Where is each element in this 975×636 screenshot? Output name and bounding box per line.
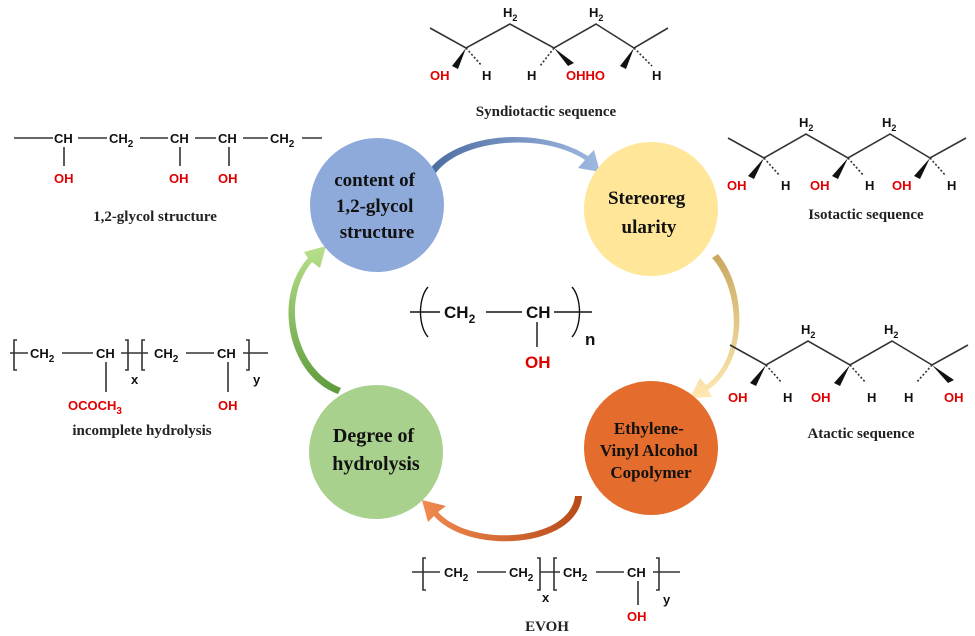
svg-text:CH2: CH2 (444, 303, 476, 326)
svg-text:CH2: CH2 (30, 346, 55, 365)
glycol-structure: CH CH2 CH CH CH2 OH OH OH (14, 131, 322, 186)
arrow-stereo-to-evoh (690, 254, 740, 398)
svg-text:H: H (865, 178, 874, 193)
svg-text:Ethylene- Vinyl Alcohol: Ethylene- Vinyl Alcohol Copolymer (600, 419, 702, 482)
svg-text:OH: OH (727, 178, 747, 193)
syndio-ohho: OHHO (566, 68, 605, 83)
glycol-ch2-1: CH (109, 131, 128, 146)
svg-text:OH: OH (728, 390, 748, 405)
caption-atactic: Atactic sequence (807, 426, 914, 442)
evoh-oh: OH (627, 609, 647, 624)
atactic-structure: H2 H2 OH H OH H H OH (728, 322, 969, 405)
node-hydrolysis: Degree of hydrolysis (309, 385, 443, 519)
caption-isotactic: Isotactic sequence (808, 207, 924, 223)
svg-text:OH: OH (810, 178, 830, 193)
svg-text:CH: CH (217, 346, 236, 361)
svg-text:H2: H2 (884, 322, 898, 340)
incomplete-x: x (131, 372, 139, 387)
incomplete-hydrolysis-structure: CH2 CH x CH2 CH y OCOCH3 OH (10, 339, 268, 417)
node-evoh-line-1: Ethylene- (614, 419, 684, 438)
glycol-oh-2: OH (169, 171, 189, 186)
svg-text:OCOCH3: OCOCH3 (68, 398, 122, 417)
svg-text:H: H (867, 390, 876, 405)
evoh-structure: CH2 CH2 x CH2 CH y OH (412, 557, 680, 624)
svg-text:CH2: CH2 (154, 346, 179, 365)
center-pva-structure: CH2 CH OH n (410, 286, 595, 372)
node-hydrolysis-line-2: hydrolysis (332, 453, 420, 475)
svg-text:content of 1,2-glycol: content of 1,2-glycol structure (334, 170, 419, 243)
caption-syndiotactic: Syndiotactic sequence (476, 104, 617, 120)
svg-text:Degree of hydrolysis: Degree of hydrolysis (332, 425, 420, 475)
center-ch2-sub: 2 (469, 312, 476, 326)
svg-text:H: H (781, 178, 790, 193)
node-stereo-line-1: Stereoreg (608, 188, 686, 209)
svg-text:OH: OH (430, 68, 450, 83)
node-glycol-content: content of 1,2-glycol structure (310, 138, 444, 272)
evoh-x: x (542, 590, 550, 605)
svg-text:OH: OH (892, 178, 912, 193)
svg-text:H2: H2 (799, 115, 813, 133)
incomplete-oh: OH (218, 398, 238, 413)
node-evoh-line-2: Vinyl Alcohol (600, 441, 698, 460)
svg-text:H: H (482, 68, 491, 83)
svg-text:H2: H2 (503, 5, 517, 23)
node-evoh-copolymer: Ethylene- Vinyl Alcohol Copolymer (584, 381, 718, 515)
svg-text:H: H (947, 178, 956, 193)
node-hydrolysis-circle (309, 385, 443, 519)
center-ch2: CH (444, 303, 469, 322)
node-glycol-line-2: 1,2-glycol (336, 196, 414, 217)
incomplete-y: y (253, 372, 261, 387)
svg-text:CH2: CH2 (509, 565, 534, 584)
node-evoh-line-3: Copolymer (610, 463, 692, 482)
caption-glycol: 1,2-glycol structure (93, 209, 217, 225)
node-evoh-circle (584, 381, 718, 515)
svg-text:Stereoreg ularity: Stereoreg ularity (608, 188, 690, 238)
svg-text:OH: OH (944, 390, 964, 405)
glycol-oh-1: OH (54, 171, 74, 186)
svg-text:H2: H2 (801, 322, 815, 340)
glycol-ch-3: CH (218, 131, 237, 146)
svg-text:OH: OH (811, 390, 831, 405)
svg-text:CH2: CH2 (444, 565, 469, 584)
arrow-glycol-to-stereo (425, 136, 600, 180)
svg-text:H2: H2 (589, 5, 603, 23)
svg-text:H: H (904, 390, 913, 405)
svg-text:CH2: CH2 (563, 565, 588, 584)
cycle-arrows (288, 136, 740, 542)
evoh-y: y (663, 592, 671, 607)
svg-text:H2: H2 (882, 115, 896, 133)
svg-text:CH: CH (96, 346, 115, 361)
node-glycol-line-1: content of (334, 170, 415, 191)
svg-text:H: H (527, 68, 536, 83)
node-hydrolysis-line-1: Degree of (333, 425, 415, 447)
center-ch: CH (526, 303, 551, 322)
incomplete-ococh3: OCOCH (68, 398, 116, 413)
caption-evoh: EVOH (525, 619, 569, 635)
node-glycol-line-3: structure (340, 222, 415, 243)
node-stereoregularity: Stereoreg ularity (584, 142, 718, 276)
caption-incomplete: incomplete hydrolysis (72, 423, 211, 439)
glycol-ch-1: CH (54, 131, 73, 146)
svg-text:H: H (652, 68, 661, 83)
center-n: n (585, 330, 595, 349)
svg-text:CH: CH (627, 565, 646, 580)
node-stereo-circle (584, 142, 718, 276)
node-stereo-line-2: ularity (622, 217, 677, 238)
svg-text:CH2: CH2 (270, 131, 295, 150)
svg-text:CH2: CH2 (109, 131, 134, 150)
glycol-ch2-2: CH (270, 131, 289, 146)
arrow-evoh-to-hydrolysis (422, 496, 582, 542)
glycol-oh-3: OH (218, 171, 238, 186)
node-glycol-circle (310, 138, 444, 272)
isotactic-structure: H2 H2 OH H OH H OH H (727, 115, 967, 193)
center-oh: OH (525, 353, 551, 372)
svg-text:H: H (783, 390, 792, 405)
syndiotactic-structure: H2 H2 OH H H OHHO H (429, 5, 669, 83)
arrow-hydrolysis-to-glycol (288, 246, 341, 394)
glycol-ch-2: CH (170, 131, 189, 146)
